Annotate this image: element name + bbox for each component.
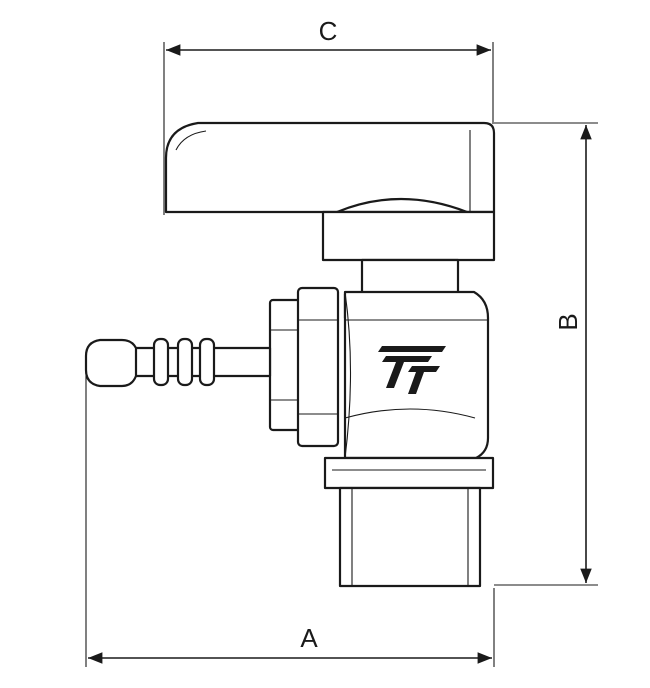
dimension-b: B xyxy=(494,122,598,586)
threaded-end-chamfer xyxy=(351,488,469,586)
valve-body xyxy=(343,290,490,460)
brand-logo xyxy=(378,346,446,394)
body-left-curve xyxy=(344,291,352,459)
barb-ring-1 xyxy=(152,337,170,387)
threaded-end xyxy=(338,486,482,588)
hex-nut-flange xyxy=(296,286,340,448)
hex-nut-facets xyxy=(270,329,300,401)
connector-collar xyxy=(323,456,495,490)
body-lower-curve xyxy=(344,408,476,419)
handle-highlight xyxy=(175,130,207,151)
handle-lever xyxy=(164,121,496,214)
hex-nut-flange-facets xyxy=(298,319,338,415)
barb-ring-2 xyxy=(176,337,194,387)
valve-handle xyxy=(164,121,496,262)
dimension-c: C xyxy=(163,16,494,215)
dimension-a-label: A xyxy=(300,623,318,653)
dimension-b-label: B xyxy=(553,313,583,330)
hose-barb xyxy=(84,337,272,388)
barb-ring-3 xyxy=(198,337,216,387)
barb-tip xyxy=(84,338,138,388)
stem-neck xyxy=(360,258,460,296)
bottom-connector xyxy=(323,456,495,588)
dimension-c-label: C xyxy=(319,16,338,46)
hex-nut-outer xyxy=(268,298,302,432)
handle-hub xyxy=(321,210,496,262)
handle-dome xyxy=(335,197,469,214)
dimension-a: A xyxy=(85,370,495,667)
side-nut xyxy=(268,286,340,448)
